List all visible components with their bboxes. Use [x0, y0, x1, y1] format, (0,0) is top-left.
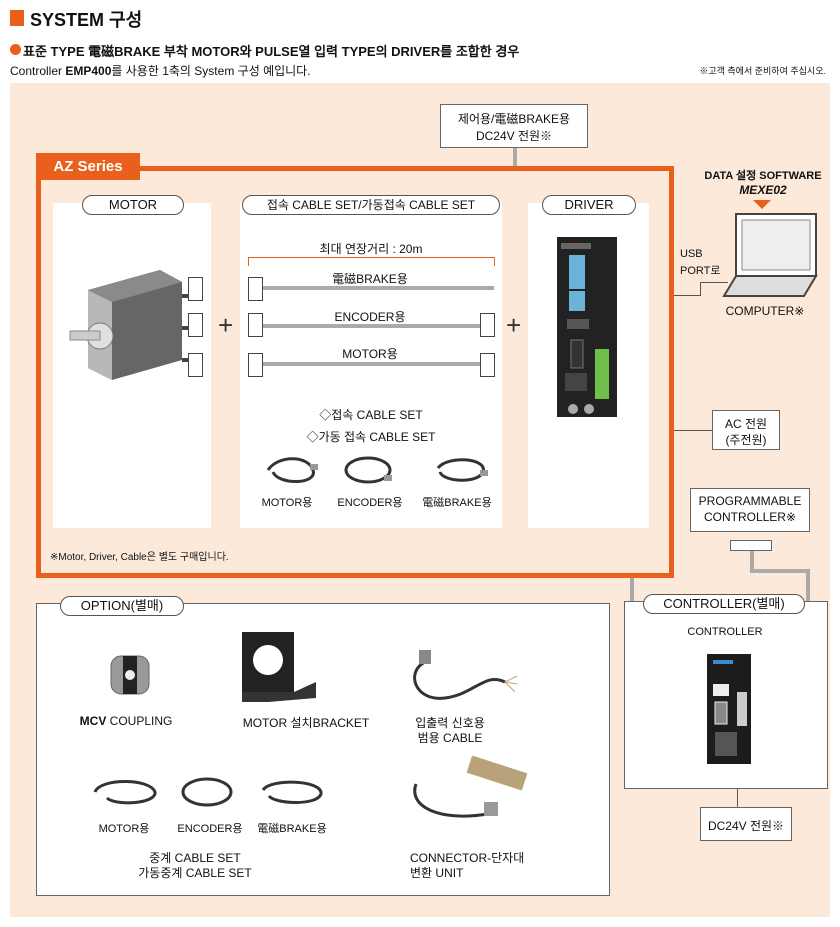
- encoder-cable-connector-a: [248, 313, 263, 337]
- control-power-box: 제어용/電磁BRAKE용 DC24V 전원※: [440, 104, 588, 148]
- length-bracket: [248, 257, 495, 266]
- footnote: ※Motor, Driver, Cable은 별도 구매입니다.: [50, 552, 229, 563]
- coupling-label: MCV COUPLING: [66, 714, 186, 728]
- cable-set-label: 접속 CABLE SET/가동접속 CABLE SET: [242, 195, 500, 215]
- software-line2: MEXE02: [739, 183, 787, 197]
- dc-power-label: DC24V 전원※: [707, 819, 785, 833]
- plc-line2: CONTROLLER※: [703, 510, 797, 524]
- controller-inner-label: CONTROLLER: [687, 626, 763, 638]
- relay-line2: 가동중계 CABLE SET: [138, 866, 252, 880]
- type-brake: 電磁BRAKE용: [422, 497, 492, 509]
- controller-image: [707, 654, 751, 764]
- plus-icon: +: [218, 310, 234, 340]
- motor-cable-label: MOTOR용: [342, 347, 398, 361]
- encoder-cable-label: ENCODER용: [334, 310, 406, 324]
- coupling-rest: COUPLING: [106, 714, 173, 728]
- desc-model: EMP400: [65, 64, 112, 78]
- bracket-label: MOTOR 설치BRACKET: [242, 716, 370, 730]
- bullet-icon: [10, 44, 21, 55]
- ext-encoder: ENCODER용: [177, 823, 243, 835]
- az-series-badge: AZ Series: [36, 153, 140, 180]
- motor-cable-connector-b: [480, 353, 495, 377]
- plc-wire-h1: [750, 569, 810, 573]
- io-cable-image: [413, 650, 518, 700]
- usb-line-v: [700, 282, 701, 296]
- cable-set-2: ◇가동 접속 CABLE SET: [306, 430, 436, 444]
- bracket-image: [242, 632, 316, 702]
- description: Controller EMP400를 사용한 1축의 System 구성 예입니…: [10, 62, 311, 79]
- computer-label: COMPUTER※: [725, 304, 805, 318]
- controller-label: CONTROLLER(별매): [643, 594, 805, 614]
- option-label: OPTION(별매): [60, 596, 184, 616]
- motor-connector-2: [188, 313, 203, 337]
- option-panel: [36, 603, 610, 896]
- control-power-line2: DC24V 전원※: [475, 129, 553, 143]
- page-title: SYSTEM 구성: [30, 10, 143, 30]
- plc-box: PROGRAMMABLE CONTROLLER※: [690, 488, 810, 532]
- terminal-line2: 변환 UNIT: [410, 866, 464, 880]
- encoder-cable-connector-b: [480, 313, 495, 337]
- ext-brake: 電磁BRAKE용: [257, 823, 327, 835]
- cable-set-1: ◇접속 CABLE SET: [319, 408, 423, 422]
- ac-power-box: AC 전원 (주전원): [712, 410, 780, 450]
- plc-connector: [730, 540, 772, 551]
- usb-line1: USB: [680, 248, 703, 260]
- usb-line2: PORT로: [680, 265, 721, 277]
- coupling-image: [110, 655, 150, 695]
- motor-connector-1: [188, 277, 203, 301]
- desc-suffix: 를 사용한 1축의 System 구성 예입니다.: [111, 64, 311, 78]
- io-cable-line2: 범용 CABLE: [417, 731, 483, 745]
- subtitle: 표준 TYPE 電磁BRAKE 부착 MOTOR와 PULSE열 입력 TYPE…: [23, 44, 520, 59]
- software-line1: DATA 설정 SOFTWARE: [704, 170, 822, 182]
- terminal-unit-image: [413, 756, 528, 818]
- driver-label: DRIVER: [542, 195, 636, 215]
- ac-power-line2: (주전원): [725, 433, 767, 447]
- relay-line1: 중계 CABLE SET: [149, 851, 241, 865]
- dc-power-box: DC24V 전원※: [700, 807, 792, 841]
- motor-cable-connector-a: [248, 353, 263, 377]
- extension-cable-images: [93, 777, 323, 807]
- down-arrow-icon: [753, 200, 771, 209]
- brake-cable-connector: [248, 277, 263, 301]
- type-encoder: ENCODER용: [337, 497, 403, 509]
- motor-connector-3: [188, 353, 203, 377]
- max-length: 최대 연장거리 : 20m: [319, 242, 423, 256]
- title-marker: [10, 10, 24, 26]
- ac-power-line1: AC 전원: [724, 417, 768, 431]
- cable-set-images: [266, 456, 488, 484]
- motor-cable: [262, 362, 480, 366]
- plc-wire-v1: [750, 545, 754, 573]
- computer-icon: [722, 213, 818, 297]
- usb-line-h: [700, 282, 728, 283]
- plc-line1: PROGRAMMABLE: [698, 494, 802, 508]
- brake-cable-label: 電磁BRAKE용: [332, 272, 408, 286]
- type-motor: MOTOR용: [261, 497, 313, 509]
- control-power-line1: 제어용/電磁BRAKE용: [457, 112, 571, 126]
- io-cable-line1: 입출력 신호용: [415, 716, 485, 730]
- desc-prefix: Controller: [10, 64, 66, 78]
- terminal-line1: CONNECTOR-단자대: [410, 851, 525, 865]
- plus-icon-2: +: [506, 310, 522, 340]
- coupling-bold: MCV: [79, 714, 107, 728]
- ext-motor: MOTOR용: [98, 823, 150, 835]
- encoder-cable: [262, 324, 480, 328]
- motor-label: MOTOR: [82, 195, 184, 215]
- brake-cable: [262, 286, 494, 290]
- customer-note: ※고객 측에서 준비하여 주십시오.: [699, 66, 826, 76]
- driver-image: [557, 237, 617, 417]
